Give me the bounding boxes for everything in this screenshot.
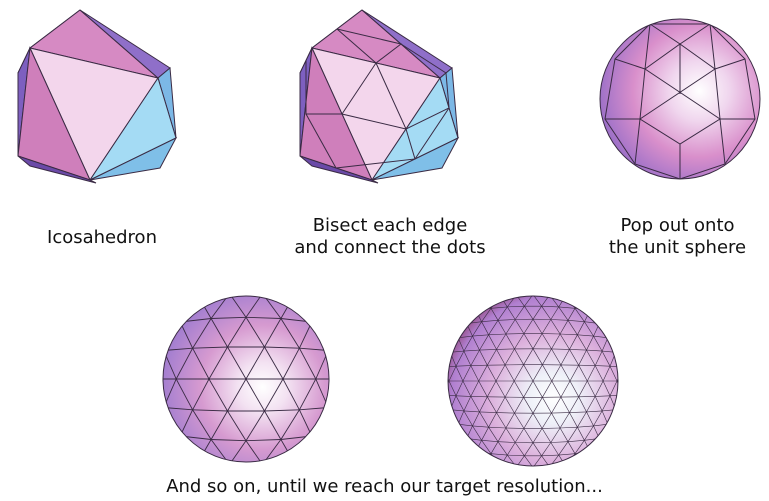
icosahedron-caption-text: Icosahedron	[47, 227, 157, 248]
popout-caption-line1: Pop out onto	[620, 215, 735, 236]
bisected-icosahedron-figure	[299, 9, 460, 184]
geodesic-sphere-level2-figure	[162, 295, 330, 463]
footer-caption: And so on, until we reach our target res…	[100, 476, 669, 498]
popout-caption: Pop out onto the unit sphere	[590, 215, 765, 259]
icosahedron-caption: Icosahedron	[37, 227, 167, 249]
geodesic-sphere-level3-figure	[447, 295, 619, 467]
bisect-caption-line2: and connect the dots	[294, 237, 486, 258]
popout-caption-line2: the unit sphere	[608, 237, 747, 258]
icosahedron-figure	[17, 9, 178, 184]
projected-sphere-figure	[599, 18, 761, 180]
bisect-caption-line1: Bisect each edge	[312, 215, 468, 236]
footer-caption-text: And so on, until we reach our target res…	[166, 476, 603, 497]
bisect-caption: Bisect each edge and connect the dots	[280, 215, 500, 259]
